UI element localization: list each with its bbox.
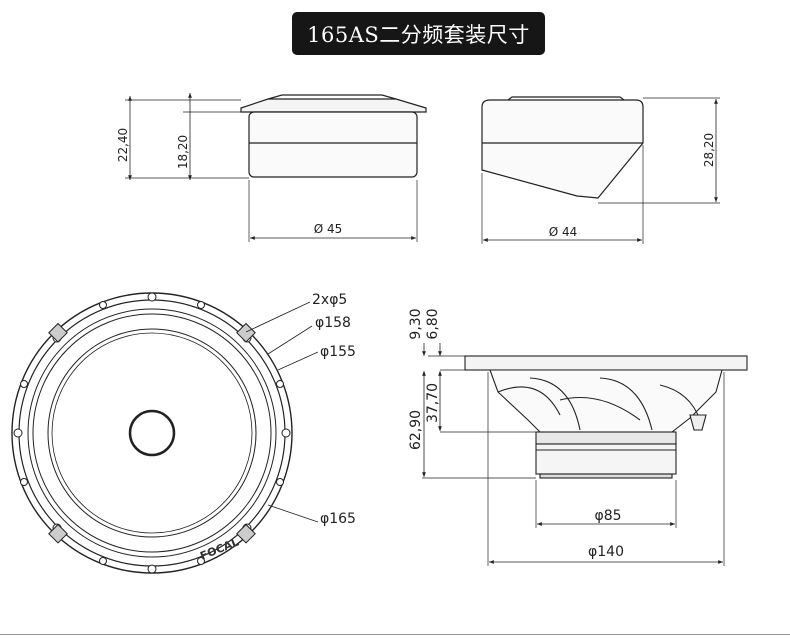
woofer-d85-label: φ85 xyxy=(594,508,621,524)
bottom-divider xyxy=(0,634,790,635)
woofer-side-view xyxy=(422,343,748,566)
tweeter-diameter-label: Ø 45 xyxy=(314,222,343,236)
tweeter-side-view xyxy=(125,93,427,242)
woofer-d140-label: φ140 xyxy=(588,544,624,560)
angle-mount-height-label: 28,20 xyxy=(702,133,716,167)
tweeter-height-total-label: 22,40 xyxy=(116,128,130,162)
woofer-h680-label: 6,80 xyxy=(425,308,441,339)
woofer-h930-label: 9,30 xyxy=(408,308,424,339)
woofer-d165-label: φ165 xyxy=(320,511,356,527)
woofer-front-view xyxy=(11,292,319,574)
tweeter-height-body-label: 18,20 xyxy=(176,135,190,169)
woofer-d158-label: φ158 xyxy=(315,315,351,331)
woofer-h3770-label: 37,70 xyxy=(425,383,441,423)
woofer-d155-label: φ155 xyxy=(320,344,356,360)
woofer-holes-label: 2xφ5 xyxy=(312,292,347,308)
angle-mount-diameter-label: Ø 44 xyxy=(549,225,578,239)
tweeter-angle-mount-view xyxy=(481,96,720,244)
woofer-h6290-label: 62,90 xyxy=(408,410,424,450)
page-title: 165AS二分频套装尺寸 xyxy=(292,12,545,55)
